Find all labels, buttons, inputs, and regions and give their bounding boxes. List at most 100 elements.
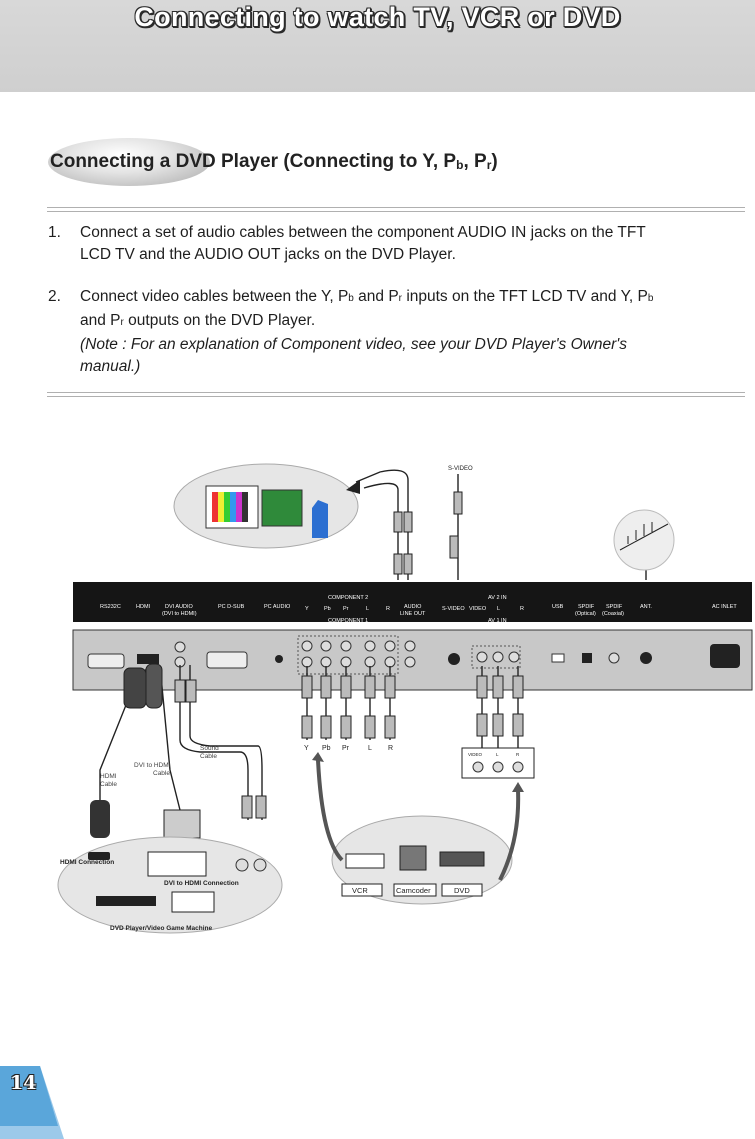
plug-label-y: Y xyxy=(304,745,309,752)
plug-label-pb: Pb xyxy=(322,745,331,752)
page-header: Connecting to watch TV, VCR or DVD xyxy=(0,0,755,92)
panel-label-spdif-optical: SPDIF xyxy=(578,604,595,610)
connection-diagram: S-VIDEO RS232C HDMI DVI AUDIO (DVI to HD… xyxy=(57,463,753,934)
antenna-icon xyxy=(613,509,675,580)
dvi-connection-label: DVI to HDMI Connection xyxy=(164,880,239,887)
av-device-jacks: VIDEO L R xyxy=(461,747,535,779)
panel-label-component-2: COMPONENT 2 xyxy=(328,595,368,601)
panel-label-rs232c: RS232C xyxy=(100,604,121,610)
audio-cable-line xyxy=(355,469,409,580)
panel-ports xyxy=(87,635,740,675)
av-plugs xyxy=(476,675,524,737)
panel-label-av2-in: AV 2 IN xyxy=(488,595,507,601)
dvd-icon xyxy=(439,851,485,867)
page-title: Connecting to watch TV, VCR or DVD xyxy=(134,2,621,32)
hdmi-cable-label: HDMI xyxy=(100,773,117,780)
game-machine-icon xyxy=(171,891,215,913)
panel-label-ac-inlet: AC INLET xyxy=(712,604,737,610)
step-text: and P xyxy=(353,288,399,305)
step-sub: b xyxy=(348,293,354,304)
left-device-group xyxy=(57,836,283,934)
panel-label-pc-audio: PC AUDIO xyxy=(264,604,291,610)
right-group-labels: VCR Camcoder DVD xyxy=(341,883,483,897)
device-label-r: R xyxy=(516,752,520,757)
panel-label-svideo: S-VIDEO xyxy=(442,606,465,612)
panel-label-video: VIDEO xyxy=(469,606,487,612)
camcorder-icon xyxy=(399,845,427,871)
panel-label-pb: Pb xyxy=(324,606,331,612)
hdmi-connection-label: HDMI Connection xyxy=(60,859,114,866)
sound-plugs xyxy=(174,679,267,819)
step-sub: r xyxy=(120,317,124,328)
panel-label-r: R xyxy=(386,606,390,612)
sound-cable-label: Sound xyxy=(200,745,219,752)
page-number: 14 xyxy=(10,1072,37,1094)
av-arrow xyxy=(498,789,521,881)
panel-label-usb: USB xyxy=(552,604,564,610)
step-text: Connect a set of audio cables between th… xyxy=(80,224,646,241)
step-note: (Note : For an explanation of Component … xyxy=(80,336,627,353)
panel-label-audio: AUDIO xyxy=(404,604,422,610)
panel-label-ant: ANT. xyxy=(640,604,652,610)
bottom-divider xyxy=(47,392,745,397)
panel-label-coaxial: (Coaxial) xyxy=(602,611,624,617)
step-sub: b xyxy=(647,293,654,304)
panel-label-spdif-coaxial: SPDIF xyxy=(606,604,623,610)
plug-label-pr: Pr xyxy=(342,745,350,752)
instruction-steps: 1. Connect a set of audio cables between… xyxy=(48,222,728,394)
panel-label-line-out: LINE OUT xyxy=(400,611,426,617)
panel-label-y: Y xyxy=(305,606,309,612)
component-arrow xyxy=(316,759,344,862)
dvi-cable-label-2: Cable xyxy=(153,770,170,777)
plug-label-l: L xyxy=(368,745,372,752)
panel-label-pc-dsub: PC D-SUB xyxy=(218,604,245,610)
section-title: Connecting a DVD Player (Connecting to Y… xyxy=(50,151,498,173)
remote-box-icon xyxy=(312,500,328,538)
section-title-decoration xyxy=(48,138,210,186)
step-1: 1. Connect a set of audio cables between… xyxy=(48,222,728,266)
panel-label-hdmi: HDMI xyxy=(136,604,151,610)
cable-labels: Sound Cable DVI to HDMI Cable HDMI Cable xyxy=(100,745,219,788)
audio-out-plugs xyxy=(393,511,413,575)
panel-label-component-1: COMPONENT 1 xyxy=(328,618,368,624)
dvd-game-label: DVD Player/Video Game Machine xyxy=(110,925,212,932)
component-plugs xyxy=(301,675,396,739)
camcorder-label: Camcoder xyxy=(396,886,431,895)
panel-label-pr: Pr xyxy=(343,606,349,612)
step-number: 2. xyxy=(48,288,61,305)
dvd-label: DVD xyxy=(454,886,470,895)
step-text: inputs on the TFT LCD TV and Y, P xyxy=(402,288,648,305)
panel-label-dvi-audio: DVI AUDIO xyxy=(165,604,194,610)
step-number: 1. xyxy=(48,224,61,241)
component-plug-labels: Y Pb Pr L R xyxy=(304,745,393,752)
dvi-plug xyxy=(145,663,201,839)
panel-label-av-l: L xyxy=(497,606,500,612)
panel-label-optical: (Optical) xyxy=(575,611,596,617)
step-note: manual.) xyxy=(80,358,141,375)
top-divider xyxy=(47,207,745,212)
step-text: Connect video cables between the Y, P xyxy=(80,288,349,305)
panel-labels: RS232C HDMI DVI AUDIO (DVI to HDMI) PC D… xyxy=(100,595,737,624)
step-text: outputs on the DVD Player. xyxy=(123,312,316,329)
device-label-video: VIDEO xyxy=(468,752,483,757)
sound-cable-label-2: Cable xyxy=(200,753,217,760)
dvi-cable-label: DVI to HDMI xyxy=(134,762,171,769)
vcr-icon xyxy=(345,853,385,869)
svideo-cable-label: S-VIDEO xyxy=(448,466,473,472)
left-group-labels: HDMI Connection DVI to HDMI Connection D… xyxy=(60,859,239,932)
section-title-text: Connecting a DVD Player (Connecting to Y… xyxy=(50,151,457,172)
svideo-plug xyxy=(453,491,463,515)
dvi-connector-icon xyxy=(147,851,207,877)
panel-label-av1-in: AV 1 IN xyxy=(488,618,507,624)
vcr-label: VCR xyxy=(352,886,368,895)
step-text: and P xyxy=(80,312,121,329)
section-title-mid: , P xyxy=(463,151,487,172)
panel-label-dvi-to-hdmi: (DVI to HDMI) xyxy=(162,611,197,617)
panel-label-av-r: R xyxy=(520,606,524,612)
section-title-sub-r: r xyxy=(486,158,492,172)
step-text: LCD TV and the AUDIO OUT jacks on the DV… xyxy=(80,246,456,263)
hdmi-connector-icon xyxy=(88,852,110,860)
page-badge xyxy=(0,1066,64,1139)
section-title-sub-b: b xyxy=(456,158,464,172)
hdmi-plug xyxy=(90,667,147,838)
